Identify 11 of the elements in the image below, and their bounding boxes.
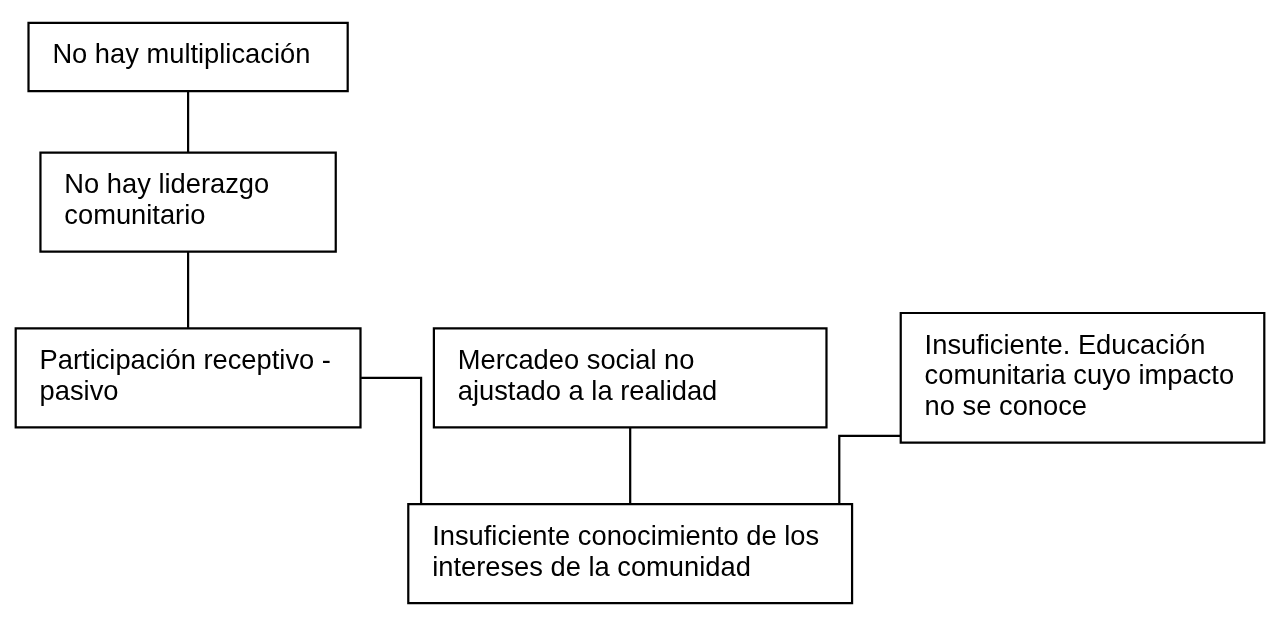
node-box: Insuficiente. Educación comunitaria cuyo impacto no se conoce	[899, 311, 1266, 444]
node-box: Mercadeo social no ajustado a la realidad	[432, 326, 828, 428]
node-box: Insuficiente conocimiento de los intereses de la comunidad	[407, 502, 854, 604]
connector	[187, 251, 190, 328]
node-box: No hay liderazgo comunitario	[39, 150, 337, 253]
connector	[629, 427, 632, 504]
node-box: Participación receptivo - pasivo	[14, 326, 362, 428]
node-box: No hay multiplicación	[27, 21, 349, 92]
connector	[187, 90, 190, 153]
connector	[838, 434, 901, 504]
connector	[361, 376, 423, 504]
